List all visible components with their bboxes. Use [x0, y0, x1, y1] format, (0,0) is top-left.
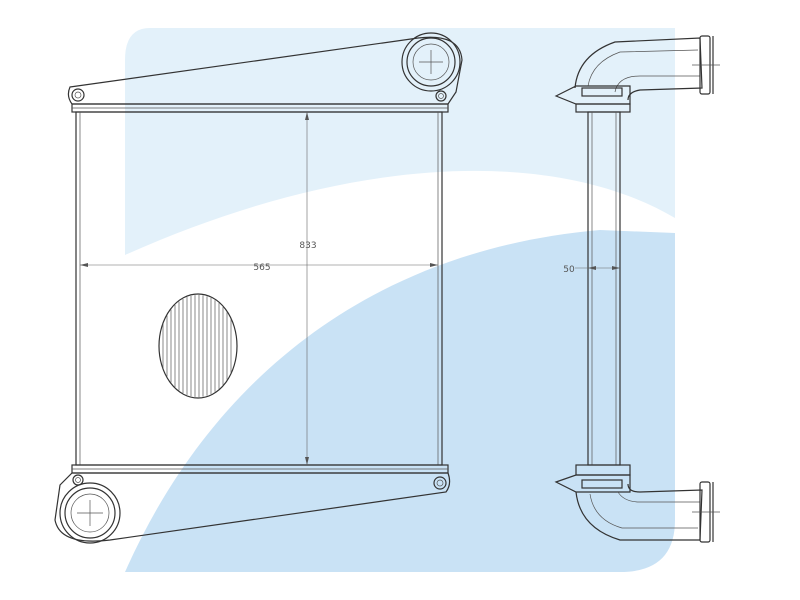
bottom-left-bolt: [72, 474, 84, 486]
width-dimension-label: 565: [253, 263, 270, 273]
height-dimension: 833: [299, 112, 317, 465]
bottom-right-bolt: [433, 476, 447, 490]
front-view: 565 833: [54, 32, 463, 544]
top-left-bolt: [71, 88, 85, 102]
watermark-upper-band: [125, 28, 675, 255]
bottom-inlet-port: [59, 482, 121, 544]
watermark-logo: [125, 28, 675, 572]
top-outlet-port: [401, 32, 461, 92]
height-dimension-label: 833: [299, 241, 316, 251]
watermark-lower-band: [125, 230, 675, 572]
depth-dimension: 50: [563, 265, 620, 275]
side-view: 50: [554, 35, 720, 543]
fin-detail: [158, 293, 238, 399]
width-dimension: 565: [80, 263, 438, 273]
top-tank: [67, 36, 463, 105]
top-right-bolt: [435, 90, 447, 102]
bottom-tank: [54, 472, 451, 542]
depth-dimension-label: 50: [563, 265, 575, 275]
